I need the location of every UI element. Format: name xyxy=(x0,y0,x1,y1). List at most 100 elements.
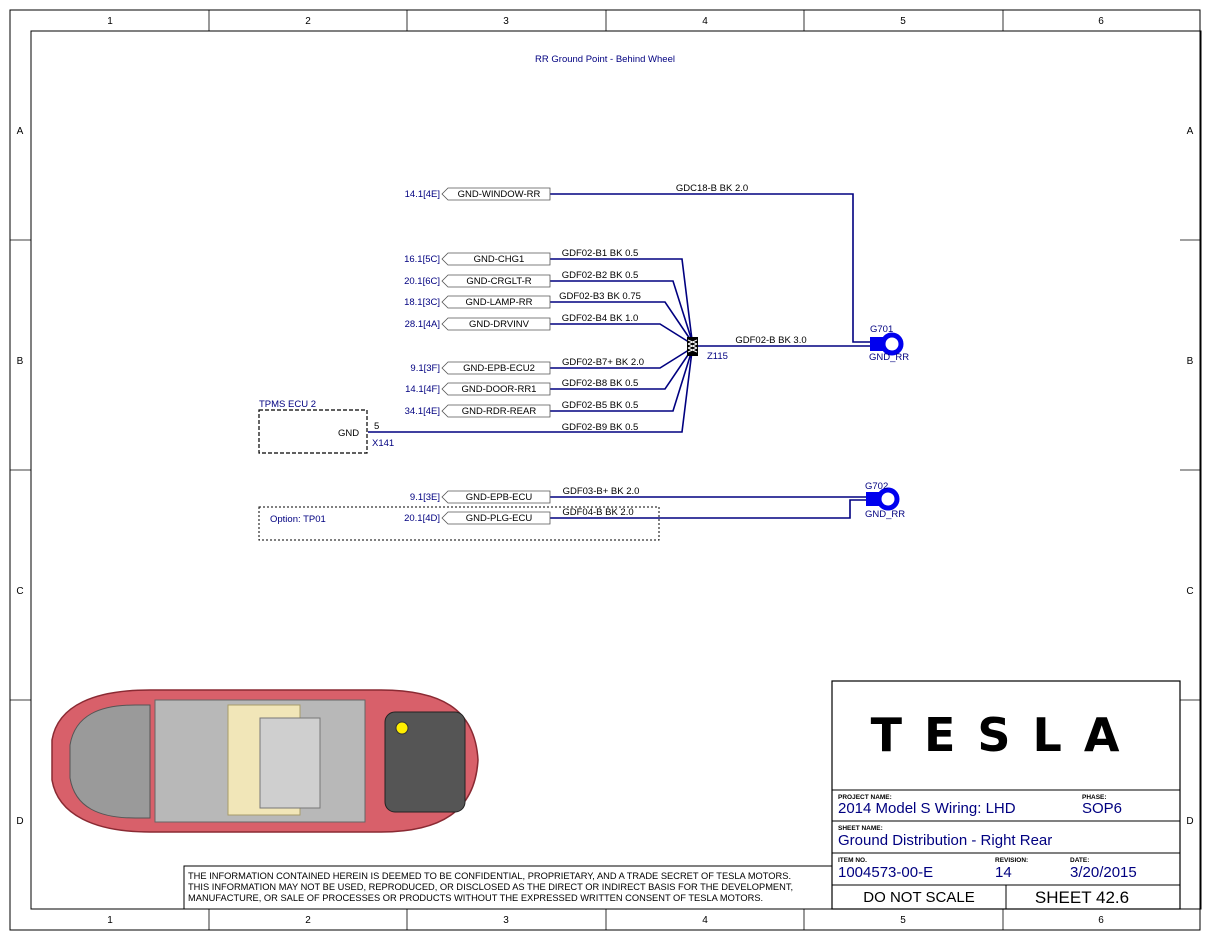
date-label: DATE: xyxy=(1070,857,1089,864)
tpms-pin-number: 5 xyxy=(374,421,379,432)
connector-name: GND-EPB-ECU xyxy=(466,492,533,503)
connector-name: GND-WINDOW-RR xyxy=(458,189,541,200)
wire-gdc18 xyxy=(550,193,870,343)
ground-name: GND_RR xyxy=(869,352,909,363)
connector-tag xyxy=(441,361,551,375)
zone-row-label: C xyxy=(1186,586,1193,597)
ground-id: G701 xyxy=(870,324,893,335)
revision-label: REVISION: xyxy=(995,857,1028,864)
frunk-icon xyxy=(69,704,151,819)
wire-label: GDF02-B5 BK 0.5 xyxy=(562,400,639,411)
zone-row-label: D xyxy=(1186,816,1193,827)
connector-ref: 18.1[3C] xyxy=(404,297,440,308)
wire-label: GDF02-B9 BK 0.5 xyxy=(562,422,639,433)
splice-z115: Z115 xyxy=(687,337,728,362)
connector-tag xyxy=(441,295,551,309)
wire-b8 xyxy=(550,348,693,390)
wire-labels: GDC18-B BK 2.0 GDF02-B1 BK 0.5 GDF02-B2 … xyxy=(559,183,807,518)
zone-row-label: A xyxy=(17,126,24,137)
zone-row-label: D xyxy=(16,816,23,827)
wire-label: GDC18-B BK 2.0 xyxy=(676,183,748,194)
option-group: Option: TP01 xyxy=(258,506,660,541)
connector-name: GND-EPB-ECU2 xyxy=(463,363,535,374)
wire-label: GDF02-B2 BK 0.5 xyxy=(562,270,639,281)
project-name-label: PROJECT NAME: xyxy=(838,794,892,801)
wire-b5 xyxy=(550,349,693,412)
wire-b4 xyxy=(550,323,693,345)
ground-name: GND_RR xyxy=(865,509,905,520)
zone-col-label: 1 xyxy=(107,915,113,926)
car-location-illustration xyxy=(51,689,479,833)
wire-label: GDF02-B4 BK 1.0 xyxy=(562,313,639,324)
zone-col-label: 4 xyxy=(702,915,708,926)
wire-b1 xyxy=(550,258,693,341)
connector-tags: GND-WINDOW-RR 14.1[4E] GND-CHG1 16.1[5C]… xyxy=(404,187,551,525)
date-value: 3/20/2015 xyxy=(1070,864,1137,881)
row-labels-left: A B C D xyxy=(16,126,23,827)
connector-name: GND-PLG-ECU xyxy=(466,513,533,524)
zone-row-label: A xyxy=(1187,126,1194,137)
sheet-name-label: SHEET NAME: xyxy=(838,825,883,832)
title-block-frame xyxy=(831,680,1181,910)
connector-tag xyxy=(441,511,551,525)
diagram-title: RR Ground Point - Behind Wheel xyxy=(535,54,675,65)
title-block: TESLA PROJECT NAME: 2014 Model S Wiring:… xyxy=(831,680,1181,910)
tpms-ecu-box xyxy=(258,409,368,454)
ground-g702: G702 GND_RR xyxy=(865,481,905,520)
connector-ref: 20.1[6C] xyxy=(404,276,440,287)
zone-col-label: 4 xyxy=(702,16,708,27)
zone-col-label: 5 xyxy=(900,16,906,27)
connector-name: GND-CHG1 xyxy=(474,254,525,265)
connector-tag xyxy=(441,490,551,504)
ground-ring-icon xyxy=(876,487,900,511)
column-labels-top: 1 2 3 4 5 6 xyxy=(107,16,1104,27)
wire-label: GDF02-B BK 3.0 xyxy=(735,335,806,346)
phase-value: SOP6 xyxy=(1082,800,1122,817)
connector-tag xyxy=(441,382,551,396)
splice-id: Z115 xyxy=(707,351,728,362)
wire-b9 xyxy=(368,350,693,433)
splice-hatch-icon xyxy=(687,339,698,353)
zone-col-label: 2 xyxy=(305,915,311,926)
zone-col-label: 2 xyxy=(305,16,311,27)
wire-gdf04 xyxy=(550,499,866,519)
ground-ring-icon xyxy=(880,332,904,356)
wire-b7 xyxy=(550,347,693,369)
do-not-scale-note: DO NOT SCALE xyxy=(863,889,974,906)
connector-tag xyxy=(441,187,551,201)
connector-name: GND-LAMP-RR xyxy=(465,297,532,308)
connector-ref: 28.1[4A] xyxy=(405,319,440,330)
wire-label: GDF02-B3 BK 0.75 xyxy=(559,291,641,302)
option-box xyxy=(258,506,660,541)
tesla-logo: TESLA xyxy=(871,708,1142,762)
wire-label: GDF04-B BK 2.0 xyxy=(562,507,633,518)
wire-b3 xyxy=(550,301,693,343)
wire-b2 xyxy=(550,280,693,342)
ground-id: G702 xyxy=(865,481,888,492)
connector-name: GND-DRVINV xyxy=(469,319,530,330)
zone-row-label: C xyxy=(16,586,23,597)
tpms-connector-id: X141 xyxy=(372,438,394,449)
connector-name: GND-CRGLT-R xyxy=(466,276,531,287)
wire-label: GDF03-B+ BK 2.0 xyxy=(563,486,640,497)
connector-ref: 9.1[3F] xyxy=(410,363,440,374)
zone-col-label: 5 xyxy=(900,915,906,926)
connector-ref: 14.1[4F] xyxy=(405,384,440,395)
connector-name: GND-DOOR-RR1 xyxy=(462,384,537,395)
connector-tag xyxy=(441,252,551,266)
revision-value: 14 xyxy=(995,864,1012,881)
zone-row-label: B xyxy=(17,356,24,367)
seat-area-icon xyxy=(259,717,321,809)
confidential-box xyxy=(183,865,833,910)
connector-ref: 14.1[4E] xyxy=(405,189,440,200)
item-no: 1004573-00-E xyxy=(838,864,933,881)
ground-location-marker-icon xyxy=(395,721,409,735)
confidential-notice: THE INFORMATION CONTAINED HEREIN IS DEEM… xyxy=(183,865,833,910)
sheet-name: Ground Distribution - Right Rear xyxy=(838,832,1052,849)
ground-g701: G701 GND_RR xyxy=(869,324,909,363)
connector-name: GND-RDR-REAR xyxy=(462,406,537,417)
connector-ref: 34.1[4E] xyxy=(405,406,440,417)
column-labels-bottom: 1 2 3 4 5 6 xyxy=(107,915,1104,926)
phase-label: PHASE: xyxy=(1082,794,1107,801)
